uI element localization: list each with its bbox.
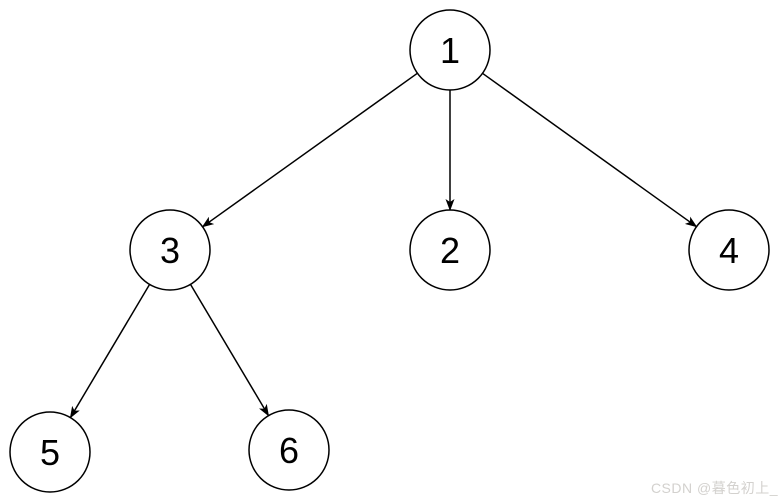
tree-node-label-4: 4 <box>719 230 739 271</box>
tree-node-4: 4 <box>688 209 770 291</box>
tree-node-5: 5 <box>9 411 91 493</box>
tree-node-circle-4 <box>688 209 770 291</box>
tree-node-label-2: 2 <box>440 230 460 271</box>
tree-node-label-3: 3 <box>160 230 180 271</box>
tree-node-label-5: 5 <box>40 432 60 473</box>
csdn-watermark: CSDN @暮色初上_ <box>650 480 778 496</box>
tree-node-circle-2 <box>409 209 491 291</box>
edge-3-6 <box>189 284 270 417</box>
edge-3-5 <box>69 284 151 419</box>
tree-node-circle-1 <box>409 9 491 91</box>
tree-edges <box>69 72 698 419</box>
tree-node-3: 3 <box>129 209 211 291</box>
tree-node-label-1: 1 <box>440 30 460 71</box>
tree-node-1: 1 <box>409 9 491 91</box>
tree-node-6: 6 <box>248 409 330 491</box>
tree-node-circle-6 <box>248 409 330 491</box>
tree-node-label-6: 6 <box>279 430 299 471</box>
tree-node-circle-3 <box>129 209 211 291</box>
edge-1-3 <box>201 72 418 228</box>
edge-1-4 <box>482 72 698 228</box>
tree-node-2: 2 <box>409 209 491 291</box>
tree-node-circle-5 <box>9 411 91 493</box>
